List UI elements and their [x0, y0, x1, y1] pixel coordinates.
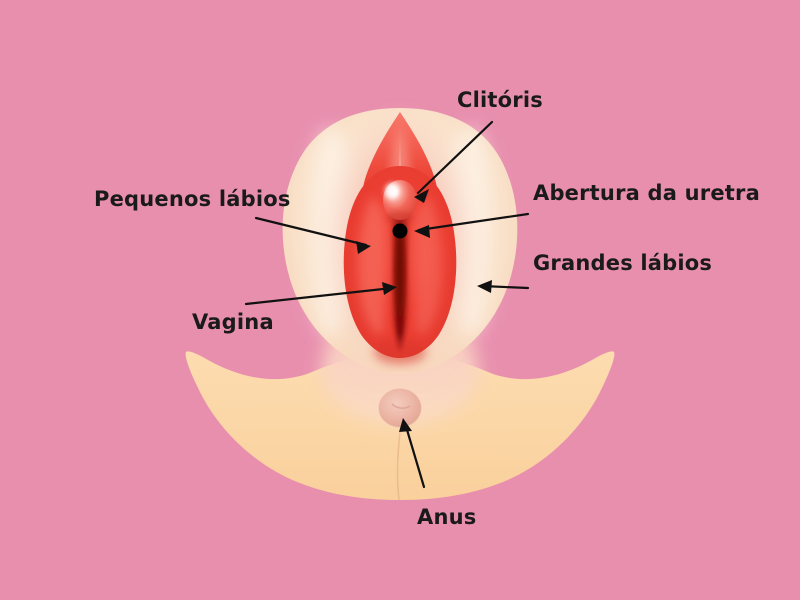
label-pequenos-labios: Pequenos lábios [94, 187, 291, 211]
leader-pequenos-labios [254, 216, 371, 254]
label-anus: Anus [417, 505, 476, 529]
leader-abertura-da-uretra [414, 212, 530, 238]
label-grandes-labios: Grandes lábios [533, 251, 712, 275]
label-abertura-da-uretra: Abertura da uretra [533, 181, 760, 205]
leader-vagina [244, 282, 397, 306]
clitoris [383, 180, 417, 225]
label-vagina: Vagina [192, 310, 274, 334]
anus [378, 388, 422, 428]
labia-minora [343, 112, 457, 364]
label-clitoris: Clitóris [457, 88, 543, 112]
leader-clitoris [414, 120, 494, 203]
leader-lines [244, 120, 530, 489]
leader-grandes-labios [477, 280, 530, 293]
leader-anus [399, 418, 426, 489]
urethral-opening [392, 223, 408, 239]
labels: Clitóris Pequenos lábios Abertura da ure… [94, 88, 760, 529]
